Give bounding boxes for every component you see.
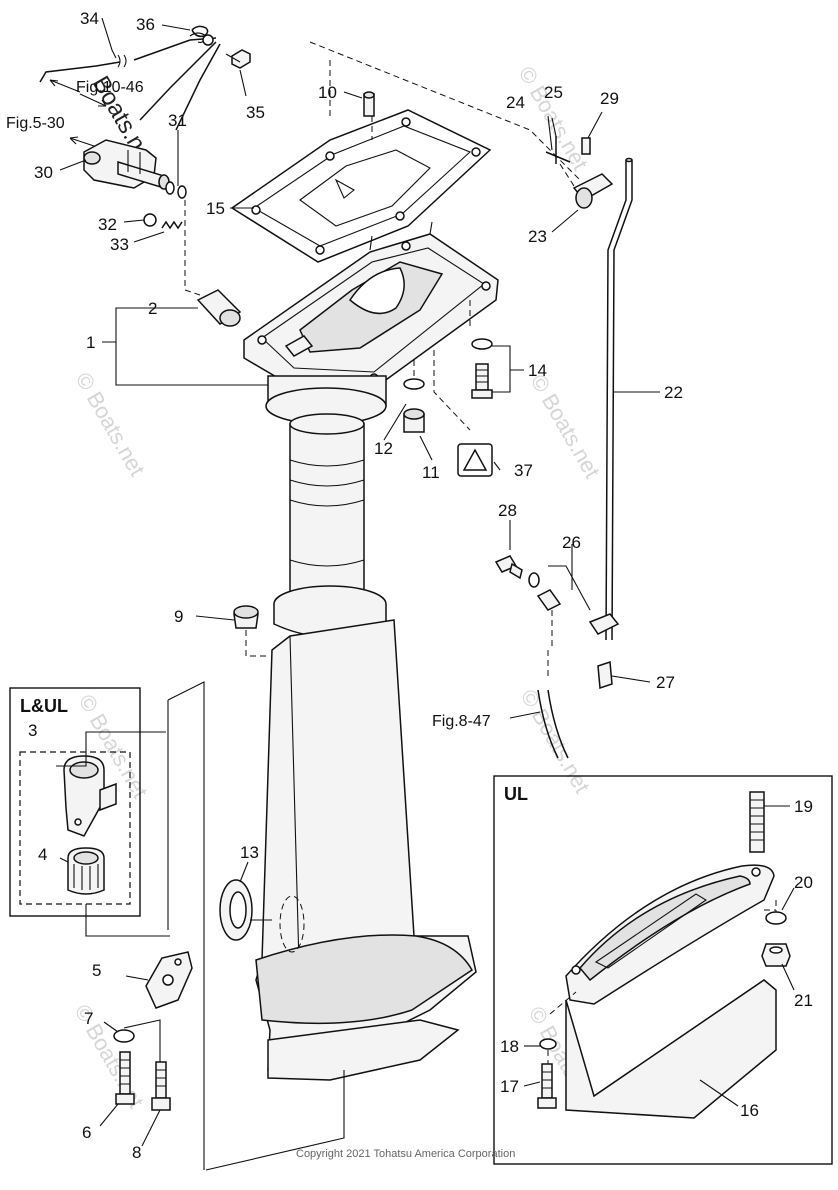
part-label-6: 6 (82, 1123, 91, 1142)
part-label-14: 14 (528, 361, 547, 380)
upper-mount-1 (243, 221, 499, 425)
fig-ref-8-47: Fig.8-47 (432, 713, 491, 730)
part-label-37: 37 (514, 461, 533, 480)
part-label-24: 24 (506, 93, 525, 112)
watermark-text: © Boats.net (516, 685, 595, 797)
part-label-35: 35 (246, 103, 265, 122)
part-label-12: 12 (374, 439, 393, 458)
part-label-34: 34 (80, 9, 99, 28)
part-label-28: 28 (498, 501, 517, 520)
leader-lines (59, 17, 660, 883)
part-label-22: 22 (664, 383, 683, 402)
part-label-23: 23 (528, 227, 547, 246)
part-label-1: 1 (86, 333, 95, 352)
part-label-17: 17 (500, 1077, 519, 1096)
part-label-15: 15 (206, 199, 225, 218)
part-label-19: 19 (794, 797, 813, 816)
ul-box-title: UL (504, 784, 528, 804)
watermark-text: © Boats.net (526, 370, 605, 482)
part-label-21: 21 (794, 991, 813, 1010)
part-labels: 34 36 35 31 30 32 33 10 15 2 1 12 11 14 … (28, 9, 813, 1162)
part-label-13: 13 (240, 843, 259, 862)
grommet-13 (219, 879, 272, 941)
fig-ref-5-30: Fig.5-30 (6, 115, 65, 132)
watermark-text: © Boats.net (514, 62, 593, 174)
part-label-31: 31 (168, 111, 187, 130)
watermark-text: © Boats.net (70, 1000, 149, 1112)
shift-link-assembly (39, 25, 251, 296)
part-label-26: 26 (562, 533, 581, 552)
shift-rod-22 (545, 136, 633, 641)
fig-ref-10-46: Fig.10-46 (76, 79, 144, 96)
part-label-4: 4 (38, 845, 47, 864)
part-label-30: 30 (34, 163, 53, 182)
part-label-33: 33 (110, 235, 129, 254)
part-label-3: 3 (28, 721, 37, 740)
plug-9 (233, 605, 270, 657)
gasket-15 (230, 109, 492, 263)
ul-box: UL (493, 775, 833, 1165)
part-label-9: 9 (174, 607, 183, 626)
lul-box-title: L&UL (20, 696, 68, 716)
part-label-2: 2 (148, 299, 157, 318)
bracket-5-group (85, 681, 345, 1171)
driveshaft-housing (255, 413, 477, 1081)
grommet-2 (196, 289, 242, 327)
part-label-25: 25 (544, 83, 563, 102)
clamp-26-bolt-28 (494, 555, 620, 759)
part-label-16: 16 (740, 1101, 759, 1120)
part-label-8: 8 (132, 1143, 141, 1162)
part-label-27: 27 (656, 673, 675, 692)
part-label-18: 18 (500, 1037, 519, 1056)
bolt-10 (363, 91, 375, 117)
bolt-14 (471, 338, 493, 399)
part-label-10: 10 (318, 83, 337, 102)
lul-box: L&UL (9, 687, 166, 917)
part-label-7: 7 (84, 1009, 93, 1028)
part-label-36: 36 (136, 15, 155, 34)
copyright-text: Copyright 2021 Tohatsu America Corporati… (296, 1148, 515, 1160)
part-label-32: 32 (98, 215, 117, 234)
warning-label-37 (457, 443, 493, 477)
part-label-29: 29 (600, 89, 619, 108)
part-label-20: 20 (794, 873, 813, 892)
part-label-5: 5 (92, 961, 101, 980)
figure-references: Fig.10-46 Fig.5-30 Fig.8-47 (6, 79, 491, 730)
plug-11-washer-12 (403, 360, 425, 433)
part-label-11: 11 (422, 463, 440, 482)
